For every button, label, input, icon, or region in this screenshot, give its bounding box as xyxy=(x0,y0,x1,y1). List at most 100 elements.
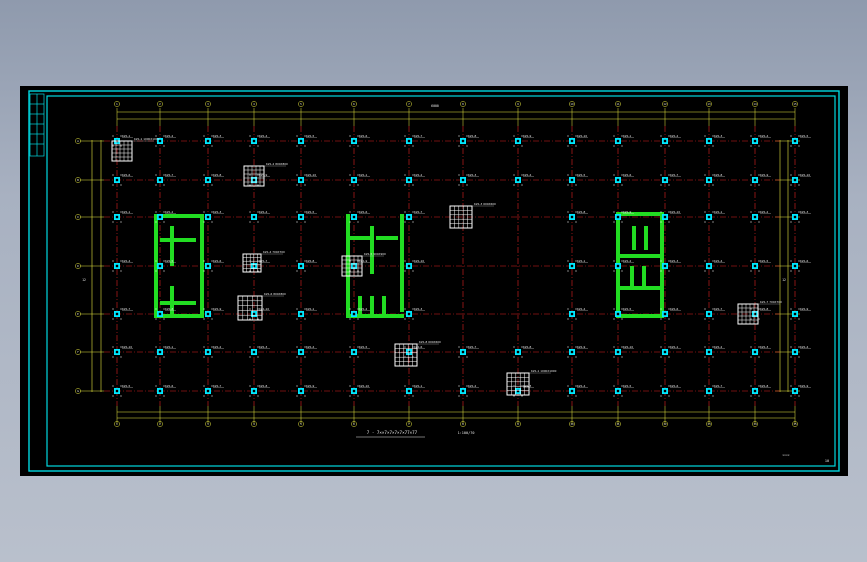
detail-note: KZ1-1 1000X1000 xyxy=(531,369,557,373)
column-tag: KZ1-3 xyxy=(714,134,723,138)
column-tag: KZ1-3 xyxy=(468,173,477,177)
column-core xyxy=(352,389,356,393)
column-detail: KZ1-7 700X700 xyxy=(737,300,782,325)
column-detail: KZ1-3 600X600 xyxy=(449,202,496,229)
column-bracket xyxy=(404,174,414,186)
column-core xyxy=(158,139,162,143)
axis-bubble-label: 1 xyxy=(116,422,118,426)
column-tag: KZ1-9 xyxy=(523,134,532,138)
column-core xyxy=(663,178,667,182)
wall-segment xyxy=(346,214,350,266)
column-core xyxy=(707,264,711,268)
column-tag: KZ1-2 xyxy=(468,384,477,388)
column: KZ1-3 xyxy=(750,345,771,358)
column: KZ1-6 xyxy=(660,307,681,320)
axis-bubble xyxy=(205,421,211,427)
column-tag: KZ1-7 xyxy=(165,173,174,177)
axis-bubble-label: 3 xyxy=(207,422,209,426)
column-tag: KZ1-8 xyxy=(523,345,532,349)
column-bracket xyxy=(567,135,577,147)
axis-bubble-label: 8 xyxy=(462,102,464,106)
column-bracket xyxy=(296,174,306,186)
detail-outline xyxy=(737,303,759,325)
column: KZ1-3 xyxy=(704,134,725,147)
column: KZ1-9 xyxy=(790,307,811,320)
inner-frame xyxy=(46,95,836,467)
column-bracket xyxy=(155,174,165,186)
column-core xyxy=(115,389,119,393)
axis-bubble-label: 15 xyxy=(793,422,797,426)
column-core xyxy=(707,178,711,182)
column-core xyxy=(753,312,757,316)
column-tag: KZ1-5 xyxy=(306,134,315,138)
column-tag: KZ1-3 xyxy=(760,345,769,349)
column: KZ1-1 xyxy=(567,259,588,272)
column-bracket xyxy=(203,346,213,358)
column-bracket xyxy=(404,346,414,358)
column-tag: KZ1-4 xyxy=(577,307,586,311)
axis-bubble-label: 6 xyxy=(353,422,355,426)
column: KZ1-6 xyxy=(112,173,133,186)
column-tag: KZ1-7 xyxy=(468,345,477,349)
column-core xyxy=(461,389,465,393)
column-bracket xyxy=(155,385,165,397)
column-bracket xyxy=(613,211,623,223)
column-core xyxy=(570,389,574,393)
column-core xyxy=(663,215,667,219)
column-tag: KZ1-10 xyxy=(122,345,132,349)
sheet-note: ×××× xyxy=(782,453,789,457)
axis-bubble-label: 2 xyxy=(159,102,161,106)
column-bracket xyxy=(112,346,122,358)
column: KZ1-9 xyxy=(203,307,224,320)
column-tag: KZ1-5 xyxy=(760,259,769,263)
column-core xyxy=(407,139,411,143)
column-tag: KZ1-1 xyxy=(414,384,423,388)
detail-outline xyxy=(243,165,265,187)
axis-bubble xyxy=(515,421,521,427)
column-core xyxy=(252,139,256,143)
column-core xyxy=(206,312,210,316)
column-core xyxy=(663,312,667,316)
detail-note: KZ1-2 800X800 xyxy=(266,162,288,166)
column: KZ1-6 xyxy=(790,259,811,272)
wall-segment xyxy=(154,266,158,316)
column-core xyxy=(707,215,711,219)
column-bracket xyxy=(349,385,359,397)
column-core xyxy=(616,389,620,393)
column-bracket xyxy=(349,211,359,223)
column: KZ1-4 xyxy=(790,345,811,358)
column-core xyxy=(616,215,620,219)
column-bracket xyxy=(458,135,468,147)
axis-bubble-label: F xyxy=(77,350,79,354)
column-core xyxy=(793,312,797,316)
top-total-dimension: 6000 xyxy=(431,104,439,108)
column-core xyxy=(299,264,303,268)
column-core xyxy=(516,178,520,182)
column-core xyxy=(115,264,119,268)
column-tag: KZ1-6 xyxy=(122,173,131,177)
column-core xyxy=(352,350,356,354)
column-bracket xyxy=(296,346,306,358)
column-bracket xyxy=(613,174,623,186)
column-tag: KZ1-3 xyxy=(800,210,809,214)
column-detail: KZ1-5 900X900 xyxy=(341,252,386,277)
column-bracket xyxy=(790,211,800,223)
column-core xyxy=(461,139,465,143)
column-bracket xyxy=(112,174,122,186)
detail-outline xyxy=(449,205,473,229)
column-core xyxy=(570,139,574,143)
column-core xyxy=(753,350,757,354)
column: KZ1-2 xyxy=(155,210,176,223)
axis-bubble xyxy=(662,101,668,107)
column: KZ1-2 xyxy=(750,210,771,223)
axis-bubble-label: 7 xyxy=(408,102,410,106)
column: KZ1-5 xyxy=(613,307,634,320)
column-bracket xyxy=(513,346,523,358)
column-core xyxy=(570,264,574,268)
detail-outline xyxy=(237,295,263,321)
axis-bubble xyxy=(460,101,466,107)
column-core xyxy=(663,389,667,393)
column: KZ1-4 xyxy=(296,345,317,358)
axis-bubble xyxy=(406,421,412,427)
